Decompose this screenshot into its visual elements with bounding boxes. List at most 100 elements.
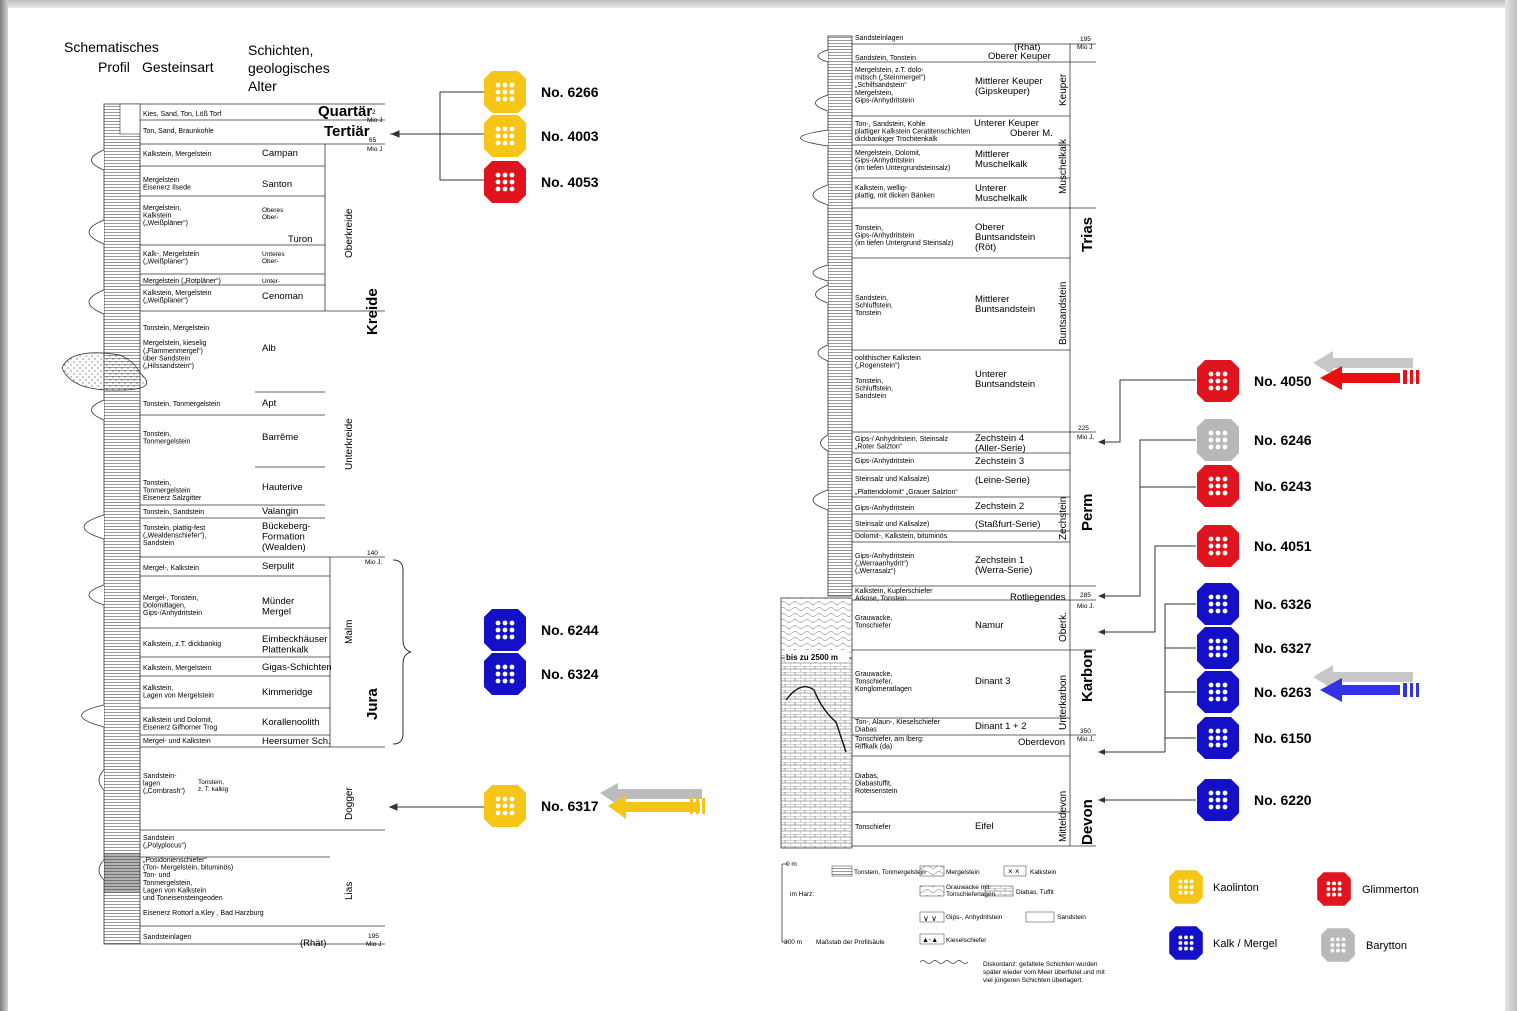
badge-dot <box>1337 892 1342 897</box>
age-cell: Tertiär <box>324 123 370 140</box>
legend-diskordanz-2: später wieder vom Meer überflutet und mi… <box>983 969 1105 976</box>
age-cell: Oberer <box>975 222 1005 233</box>
badge-dot <box>509 671 515 677</box>
badge-dot <box>1222 608 1228 614</box>
header-profil: Profil <box>98 59 130 75</box>
rock-cell: Steinsalz und Kalisalze) <box>855 476 929 483</box>
badge-dot <box>1208 638 1214 644</box>
rock-cell: Ton- und <box>143 872 170 879</box>
mark-225: 225 <box>1078 425 1089 432</box>
age-cell: Apt <box>262 398 277 409</box>
badge-dot <box>1222 430 1228 436</box>
rock-cell: Sandstein <box>855 393 886 400</box>
label-dogger: Dogger <box>344 787 355 820</box>
rock-cell: Sandstein <box>143 835 174 842</box>
age-cell: (Staßfurt-Serie) <box>975 519 1040 530</box>
legend-kalkstein: Kalkstein <box>1030 869 1057 876</box>
badge-dot <box>1222 682 1228 688</box>
badge-dot <box>1208 601 1214 607</box>
rock-cell: Diabas, <box>855 773 879 780</box>
rock-cell: Eisenerz Salzgitter <box>143 495 202 502</box>
badge-dot <box>502 89 508 95</box>
mark-195-right: 195 <box>1080 36 1091 43</box>
badge-dot <box>495 179 501 185</box>
sample-label: No. 6246 <box>1254 432 1312 448</box>
age-cell: Namur <box>975 620 1004 631</box>
badge-dot <box>502 627 508 633</box>
right-connectors <box>1100 379 1196 801</box>
age-cell: Eifel <box>975 821 993 832</box>
badge-dot <box>1330 937 1335 942</box>
badge-dot <box>495 678 501 684</box>
rock-cell: („Weißpläner“) <box>143 298 188 305</box>
rock-cell: mitisch („Steinmergel“) <box>855 75 925 82</box>
sample-label: No. 6324 <box>541 666 599 682</box>
badge-dot <box>502 186 508 192</box>
age-cell: Oberes <box>262 207 284 214</box>
age-cell: Korallenoolith <box>262 717 320 728</box>
badge-dot <box>1178 890 1183 895</box>
sample-badge-kaolin <box>484 71 526 113</box>
rock-cell: Kalk-, Mergelstein <box>143 251 199 258</box>
badge-dot <box>1215 550 1221 556</box>
legend-tonschieferlagen: Tonschieferlagen <box>946 891 996 898</box>
sample-label: No. 6243 <box>1254 478 1312 494</box>
label-oberkarbon: Oberk. <box>1058 612 1069 642</box>
sample-badge-kalk <box>1197 583 1239 625</box>
slide-right-border <box>1505 0 1517 1011</box>
badge-dot <box>1215 728 1221 734</box>
age-cell: Buntsandstein <box>975 304 1035 315</box>
mark-350: 350 <box>1080 728 1091 735</box>
age-cell: Bückeberg- <box>262 521 311 532</box>
rock-cell: Grauwacke, <box>855 615 892 622</box>
legend-gips: Gips-, Anhydritstein <box>946 914 1003 921</box>
rock-cell: über Sandstein <box>143 355 190 362</box>
badge-dot <box>1215 742 1221 748</box>
rock-cell: Gips-/Anhydritstein <box>855 233 914 240</box>
badge-dot <box>502 634 508 640</box>
badge-dot <box>1208 797 1214 803</box>
rock-cell: Sandstein, <box>855 295 888 302</box>
badge-dot <box>502 796 508 802</box>
sample-label: No. 4051 <box>1254 538 1312 554</box>
left-group-labels: Turon Oberkreide Unterkreide Malm Dogger… <box>288 109 383 948</box>
gips-symbol: ∨ ∨ <box>923 914 937 923</box>
badge-dot <box>1208 608 1214 614</box>
rock-cell: „Schilfsandstein“ <box>855 82 907 89</box>
rock-cell: Tonmergelstein, <box>143 880 192 887</box>
label-zechstein: Zechstein <box>1058 497 1069 540</box>
mark-195-mio: Mio J <box>366 941 382 948</box>
rock-cell: Sandsteinlagen <box>143 934 191 941</box>
badge-dot <box>1215 594 1221 600</box>
badge-dot <box>1222 437 1228 443</box>
legend-diabas: Diabas, Tuffit <box>1016 889 1054 896</box>
badge-dot <box>1222 804 1228 810</box>
age-cell: Buntsandstein <box>975 232 1035 243</box>
badge-dot <box>1184 941 1188 945</box>
rock-cell: Grauwacke, <box>855 671 892 678</box>
age-cell: Formation <box>262 532 305 543</box>
sample-item: No. 6317 <box>484 785 599 827</box>
rock-cell: („Weißpläner“) <box>143 220 188 227</box>
age-cell: Zechstein 3 <box>975 456 1024 467</box>
badge-dot <box>509 634 515 640</box>
right-profile-column <box>780 35 853 849</box>
sample-badge-glimmer <box>1197 525 1239 567</box>
rock-cell: „Roter Salzton“ <box>855 444 903 451</box>
age-cell: Mittlerer <box>975 294 1009 305</box>
rock-cell: Tonstein, <box>855 378 883 385</box>
badge-dot <box>1222 638 1228 644</box>
sample-item: No. 6243 <box>1197 465 1312 507</box>
clay-legend-label: Kalk / Mergel <box>1213 938 1277 950</box>
rock-cell: Konglomeratlagen <box>855 686 912 693</box>
label-unterkarbon: Unterkarbon <box>1058 675 1069 730</box>
scale-0m: 0 m <box>786 861 797 868</box>
badge-dot <box>1208 645 1214 651</box>
header-schichten: Schichten, <box>248 42 313 58</box>
badge-dot <box>502 803 508 809</box>
badge-dot <box>1215 490 1221 496</box>
badge-dot <box>1184 879 1188 884</box>
badge-dot <box>495 671 501 677</box>
badge-dot <box>1208 689 1214 695</box>
badge-dot <box>509 803 515 809</box>
